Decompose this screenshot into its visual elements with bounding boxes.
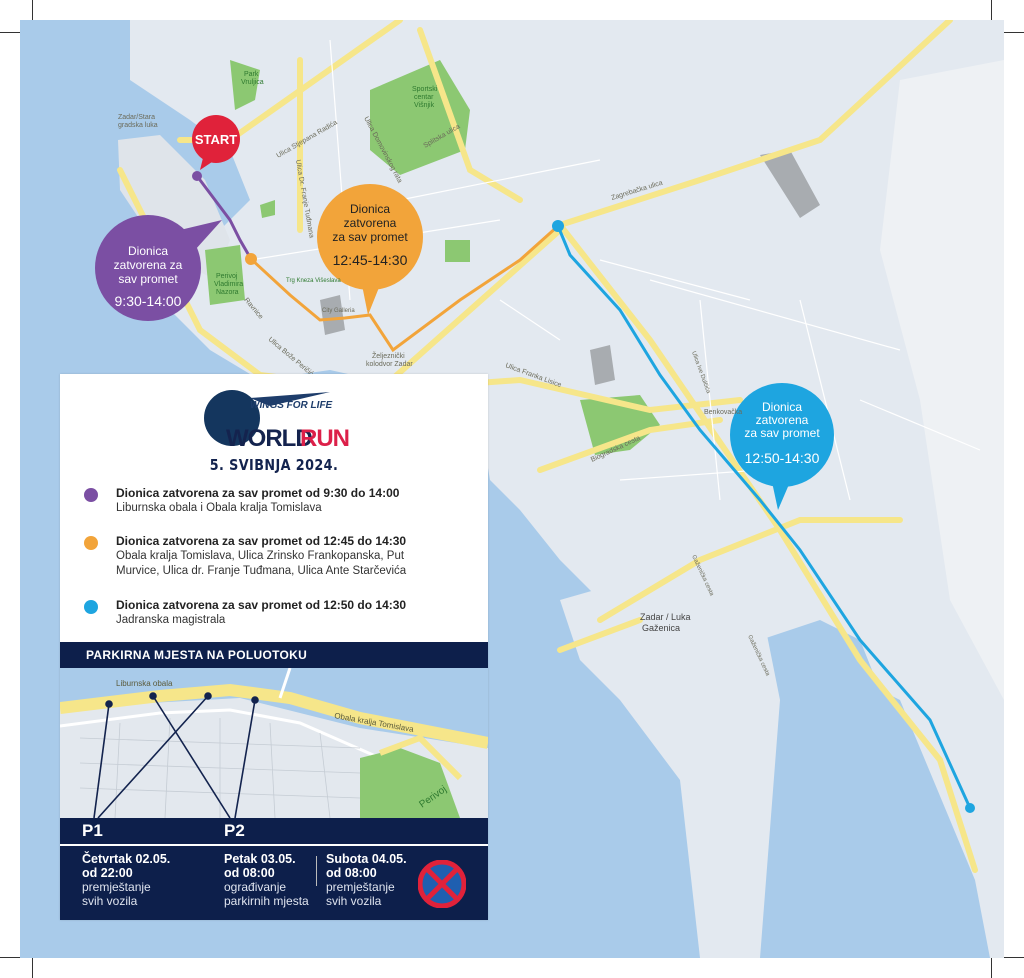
bubble-text: zatvorena za [114, 258, 183, 272]
purple-dot-icon [84, 488, 98, 502]
schedule-desc: premještanje [82, 880, 151, 894]
crop-mark [991, 0, 992, 20]
bubble-text: za sav promet [332, 230, 408, 244]
legend-item-purple: Dionica zatvorena za sav promet od 9:30 … [84, 486, 399, 516]
logo-text: WORLD [226, 425, 312, 452]
place-label: Željeznički [372, 351, 405, 360]
legend-item-blue: Dionica zatvorena za sav promet od 12:50… [84, 598, 406, 628]
bubble-time: 9:30-14:00 [115, 293, 182, 309]
land-east [880, 60, 1004, 700]
parking-schedule: Četvrtak 02.05. od 22:00 premještanje sv… [60, 846, 488, 920]
schedule-desc: premještanje [326, 880, 395, 894]
place-label: centar [414, 94, 434, 101]
route-point-blue [552, 220, 564, 232]
logo-text: RUN [300, 425, 349, 452]
place-label: Sportski [412, 86, 438, 93]
no-stopping-sign-icon [418, 860, 466, 908]
parking-labels-bar: P1 P2 [60, 818, 488, 844]
place-label: Zadar/Stara [118, 114, 155, 121]
schedule-column: Subota 04.05. od 08:00 premještanje svih… [326, 852, 407, 908]
place-label: Zadar / Luka [640, 612, 691, 622]
crop-mark [32, 0, 33, 20]
place-label: Gaženica [642, 623, 680, 633]
start-label: START [195, 132, 237, 147]
route-point-finish [965, 803, 975, 813]
legend-sub: Liburnska obala i Obala kralja Tomislava [116, 502, 322, 514]
parking-header: PARKIRNA MJESTA NA POLUOTOKU [60, 642, 488, 668]
event-date: 5. SVIBNJA 2024. [209, 456, 339, 474]
legend-item-orange: Dionica zatvorena za sav promet od 12:45… [84, 534, 414, 579]
bubble-time: 12:50-14:30 [745, 450, 820, 466]
route-purple [195, 175, 253, 260]
peninsula [118, 135, 230, 280]
bubble-text: za sav promet [744, 426, 820, 440]
blue-dot-icon [84, 600, 98, 614]
place-label: gradska luka [118, 122, 158, 129]
parks [205, 60, 660, 455]
place-label: Vladimira [214, 281, 243, 288]
bubble-text: Dionica [128, 244, 168, 258]
crop-mark [991, 958, 992, 978]
crop-mark [0, 957, 20, 958]
place-label: kolodvor Zadar [366, 361, 413, 368]
route-blue [556, 225, 972, 809]
legend-title: Dionica zatvorena za sav promet od 9:30 … [116, 486, 400, 500]
bubble-text: sav promet [118, 272, 178, 286]
schedule-desc: svih vozila [82, 894, 138, 908]
inset-street-label: Liburnska obala [116, 679, 173, 688]
route-orange [249, 224, 560, 353]
legend-panel: WINGS FOR LIFE WORLD RUN 5. SVIBNJA 2024… [60, 374, 488, 920]
globe-icon [204, 390, 260, 446]
street-label: Benkovačka [704, 409, 742, 416]
schedule-time: od 08:00 [326, 866, 377, 880]
crop-mark [1004, 957, 1024, 958]
place-label: Vruljica [241, 79, 264, 86]
schedule-desc: svih vozila [326, 894, 382, 908]
place-labels: Zadar/Stara gradska luka Park Vruljica S… [118, 71, 691, 633]
place-label: City Galleria [322, 308, 355, 314]
legend-title: Dionica zatvorena za sav promet od 12:45… [116, 534, 407, 548]
schedule-date: Petak 03.05. [224, 852, 296, 866]
place-label: Perivoj [216, 273, 238, 280]
schedule-date: Četvrtak 02.05. [82, 852, 171, 866]
schedule-time: od 08:00 [224, 866, 275, 880]
bubble-text: zatvorena [756, 413, 809, 427]
bubble-text: Dionica [350, 202, 390, 216]
bubble-purple: Dionica zatvorena za sav promet 9:30-14:… [95, 215, 222, 321]
logo-text: WINGS FOR LIFE [250, 400, 333, 411]
start-marker[interactable]: START [192, 115, 240, 170]
schedule-date: Subota 04.05. [326, 852, 407, 866]
route-point-orange [245, 253, 257, 265]
port-land [560, 560, 780, 958]
legend-sub: Jadranska magistrala [116, 614, 226, 626]
parking-p2-label: P2 [224, 821, 245, 840]
legend-sub: Obala kralja Tomislava, Ulica Zrinsko Fr… [116, 550, 407, 577]
bubble-text: Dionica [762, 400, 802, 414]
bubble-blue: Dionica zatvorena za sav promet 12:50-14… [730, 383, 834, 510]
bubble-text: zatvorena [344, 216, 397, 230]
schedule-column: Petak 03.05. od 08:00 ograđivanje parkir… [224, 852, 309, 908]
orange-dot-icon [84, 536, 98, 550]
route-point-start [192, 171, 202, 181]
parking-inset-map: Liburnska obala Obala kralja Tomislava P… [60, 668, 488, 818]
bubble-time: 12:45-14:30 [333, 252, 408, 268]
bubble-orange: Dionica zatvorena za sav promet 12:45-14… [317, 184, 423, 315]
schedule-desc: ograđivanje [224, 880, 287, 894]
place-label: Višnjik [414, 102, 435, 109]
place-label: Nazora [216, 289, 239, 296]
crop-mark [0, 32, 20, 33]
wings-for-life-logo: WINGS FOR LIFE WORLD RUN [204, 390, 350, 452]
crop-mark [32, 958, 33, 978]
schedule-column: Četvrtak 02.05. od 22:00 premještanje sv… [82, 852, 170, 908]
parking-pointer-lines [93, 692, 259, 818]
schedule-time: od 22:00 [82, 866, 133, 880]
parking-p1-label: P1 [82, 821, 103, 840]
legend-title: Dionica zatvorena za sav promet od 12:50… [116, 598, 407, 612]
crop-mark [1004, 32, 1024, 33]
schedule-desc: parkirnih mjesta [224, 894, 309, 908]
column-divider [316, 856, 317, 886]
place-label: Park [244, 71, 259, 78]
place-label: Trg Kneza Višeslava [286, 278, 341, 284]
